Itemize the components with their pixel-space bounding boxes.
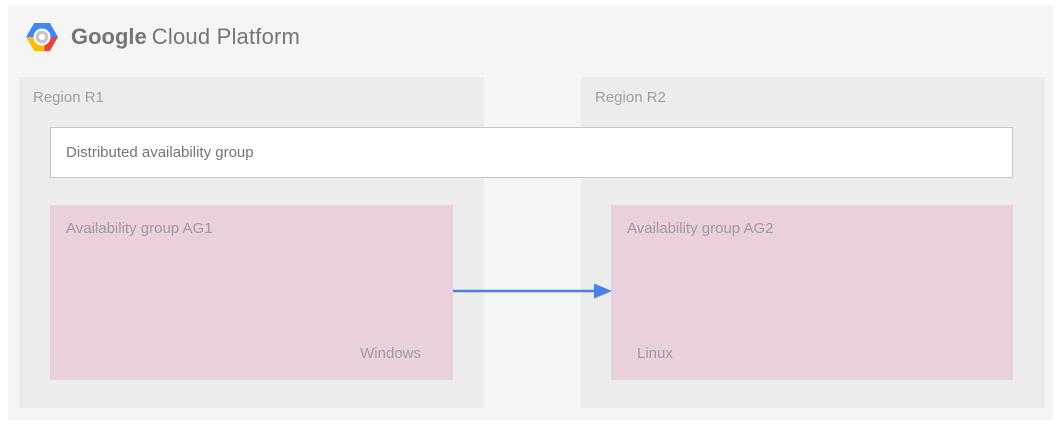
replication-arrow-icon bbox=[453, 283, 612, 299]
gcp-hexagon-logo-icon bbox=[26, 23, 58, 51]
availability-group-ag2-box: Availability group AG2 Linux bbox=[611, 205, 1013, 380]
arrow-head bbox=[594, 283, 612, 299]
availability-group-ag2-label: Availability group AG2 bbox=[627, 220, 774, 237]
logo-ring-center bbox=[38, 33, 46, 41]
distributed-availability-group-label: Distributed availability group bbox=[66, 144, 254, 161]
availability-group-ag1-box: Availability group AG1 Windows bbox=[50, 205, 453, 380]
brand-google: Google bbox=[71, 24, 147, 49]
ag2-os-label: Linux bbox=[637, 345, 673, 362]
availability-group-ag1-label: Availability group AG1 bbox=[66, 220, 213, 237]
distributed-availability-group-box: Distributed availability group bbox=[50, 127, 1013, 178]
region-r1-label: Region R1 bbox=[33, 89, 104, 106]
brand-cloud-platform: Cloud Platform bbox=[151, 24, 301, 49]
ag1-os-label: Windows bbox=[360, 345, 421, 362]
region-r2-label: Region R2 bbox=[595, 89, 666, 106]
